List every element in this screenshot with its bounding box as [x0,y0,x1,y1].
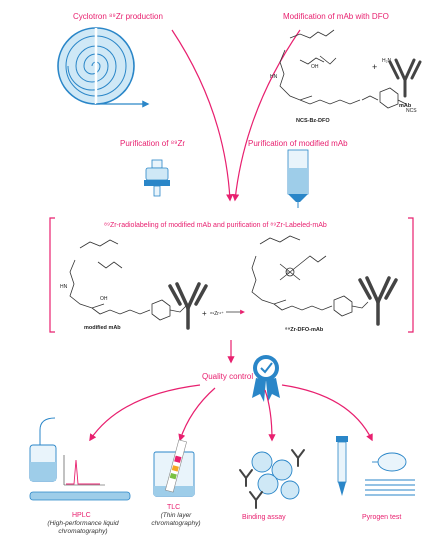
cyclotron-icon [57,27,150,108]
zr-ion-label: ⁸⁹Zr⁴⁺ [210,311,224,317]
binding-assay-label: Binding assay [242,514,286,521]
ncs-bz-dfo-structure [279,29,407,109]
dfo-hn-label: HN [270,74,278,80]
step-purification-mab-label: Purification of modified mAb [248,139,348,148]
pyrogen-test-label: Pyrogen test [362,514,402,521]
ncs-bz-dfo-label: NCS-Bz-DFO [296,118,330,124]
antibody-icon-top [388,58,422,98]
step-qc-label: Quality control [202,372,254,381]
hplc-icon [29,417,131,501]
hplc-title: HPLC [72,512,91,519]
bracket-right [408,217,414,333]
arrow-qc-to-binding [264,389,276,442]
zr-center-label: Zr [286,270,290,275]
tlc-icon [153,439,195,497]
step-radiolabel-label: ⁸⁹Zr-radiolabeling of modified mAb and p… [104,222,327,229]
mab-label-top: mAb [399,103,412,109]
arrow-qc-to-tlc [178,387,216,442]
zr-dfo-mab-label: ⁸⁹Zr-DFO-mAb [285,327,324,333]
binding-assay-icon [239,449,305,509]
modified-mab-label: modified mAb [84,325,121,331]
modified-oh-label: OH [100,296,108,302]
pyrogen-test-icon [336,436,415,496]
quality-badge-icon [252,355,280,402]
antibody-icon-left [168,282,208,330]
syringe-filter-icon [144,159,170,197]
dfo-oh-label: OH [311,64,319,70]
arrow-qc-to-hplc [89,384,201,442]
arrow-qc-to-pyrogen [281,384,373,442]
bracket-left [49,217,55,333]
zr-dfo-mab-structure [251,235,369,317]
modified-mab-structure [69,239,187,321]
ncs-label: NCS [406,108,417,114]
arrow-modification-to-radiolabel [232,29,301,202]
h2n-label: H₂N [382,58,392,64]
step-modification-label: Modification of mAb with DFO [283,12,389,21]
plus-sign-middle: + [202,309,207,318]
step-purification-zr-label: Purification of ⁸⁹Zr [120,139,186,148]
tlc-subtitle: (Thin layer chromatography) [151,512,201,527]
tlc-title: TLC [167,504,181,511]
antibody-icon-right [358,276,398,326]
step-cyclotron-label: Cyclotron ⁸⁹Zr production [73,12,163,21]
plus-sign-top: + [372,62,377,72]
hplc-subtitle: (High-performance liquid chromatography) [47,520,119,535]
purification-column-icon [287,149,309,208]
arrow-cyclotron-to-radiolabel [171,29,234,202]
modified-hn-label: HN [60,284,68,290]
